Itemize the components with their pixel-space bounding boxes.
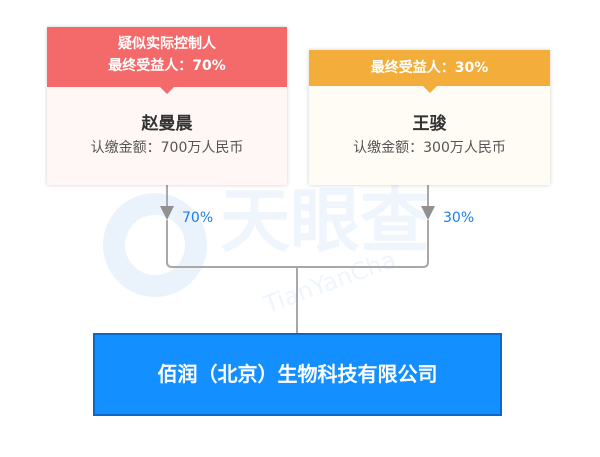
edge-percent-right: 30%	[443, 210, 475, 226]
watermark-subtext: TianYanCha	[259, 245, 400, 319]
subscribed-amount: 认缴金额：700万人民币	[90, 140, 244, 156]
edge-percent-left: 70%	[182, 210, 214, 226]
shareholder-name[interactable]: 赵曼晨	[141, 114, 193, 134]
controller-label: 疑似实际控制人	[118, 36, 216, 52]
shareholder-name[interactable]: 王骏	[412, 114, 447, 134]
shareholder-card-wang[interactable]: 最终受益人：30% 王骏 认缴金额：300万人民币	[309, 50, 550, 185]
shareholder-card-zhao[interactable]: 疑似实际控制人 最终受益人：70% 赵曼晨 认缴金额：700万人民币	[47, 27, 287, 185]
branch-connector	[166, 220, 429, 268]
watermark-text: 天眼查	[220, 180, 430, 262]
tag-pointer	[159, 86, 175, 94]
company-node[interactable]: 佰润（北京）生物科技有限公司	[93, 333, 502, 416]
arrow-head-left	[160, 206, 174, 220]
beneficiary-share: 最终受益人：30%	[370, 60, 489, 76]
controller-tag: 疑似实际控制人 最终受益人：70%	[47, 27, 287, 94]
beneficiary-share: 最终受益人：70%	[108, 58, 226, 74]
subscribed-amount: 认缴金额：300万人民币	[353, 140, 506, 156]
arrow-head-right	[421, 206, 435, 220]
tag-pointer	[421, 85, 438, 93]
beneficiary-tag: 最终受益人：30%	[309, 50, 550, 93]
